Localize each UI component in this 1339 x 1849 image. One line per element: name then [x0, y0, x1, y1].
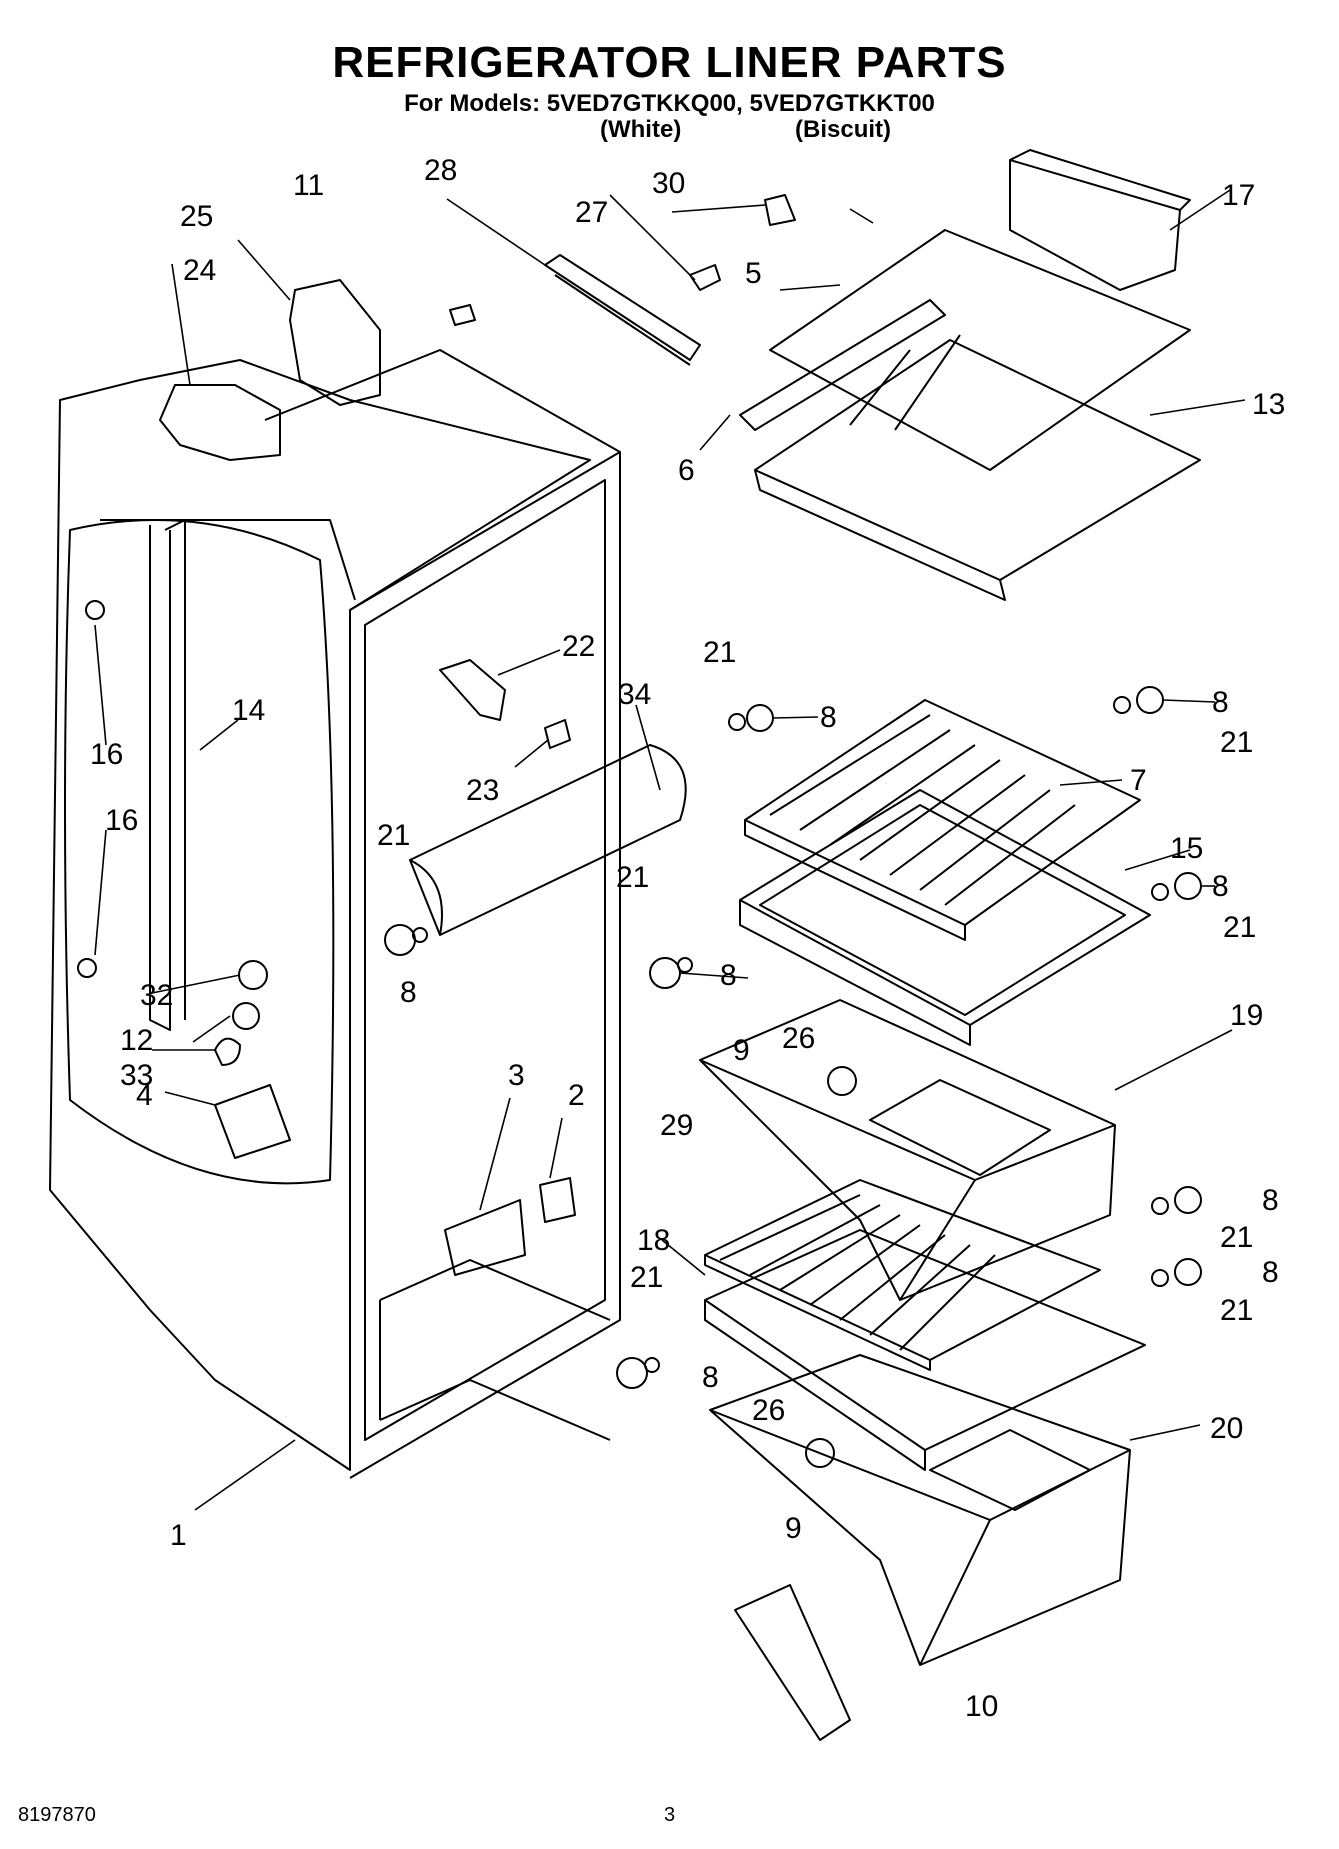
bracket-part [439, 659, 506, 721]
lamp-socket [238, 960, 268, 990]
callout-8e: 8 [720, 959, 737, 992]
callout-13: 13 [1252, 388, 1285, 421]
callout-24: 24 [183, 254, 216, 287]
callout-labels: 1 2 3 4 5 6 7 8 8 8 8 8 8 8 8 9 9 10 11 … [90, 154, 1285, 1723]
callout-28: 28 [424, 154, 457, 187]
document-number: 8197870 [18, 1804, 96, 1826]
cap-hardware [77, 600, 1202, 1468]
callout-2: 2 [568, 1079, 585, 1112]
callout-21e: 21 [616, 861, 649, 894]
callout-21c: 21 [1223, 911, 1256, 944]
bracket-3 [444, 1199, 526, 1276]
channel-part [544, 254, 721, 366]
crisper-lower [709, 1354, 1131, 1666]
callout-21d: 21 [377, 819, 410, 852]
callout-6: 6 [678, 454, 695, 487]
air-tower [409, 744, 687, 936]
callout-8d: 8 [400, 976, 417, 1009]
callout-26b: 26 [752, 1394, 785, 1427]
callout-27: 27 [575, 196, 608, 229]
light-bulb [214, 1037, 241, 1066]
grille-part [214, 1084, 291, 1159]
callout-8f: 8 [1262, 1184, 1279, 1217]
models-subtitle: For Models: 5VED7GTKKQ00, 5VED7GTKKT00 [404, 90, 935, 117]
callout-14: 14 [232, 694, 265, 727]
liner-cabinet [49, 349, 621, 1479]
callout-9b: 9 [785, 1512, 802, 1545]
crisper-cover [704, 1179, 1146, 1471]
callout-8h: 8 [702, 1361, 719, 1394]
callout-8g: 8 [1262, 1256, 1279, 1289]
page-title: REFRIGERATOR LINER PARTS [332, 38, 1007, 87]
bracket-2 [539, 1177, 576, 1223]
light-switch [232, 1002, 260, 1030]
label-part [734, 1584, 851, 1741]
callout-4: 4 [136, 1079, 153, 1112]
callout-8c: 8 [1212, 870, 1229, 903]
callout-21h: 21 [630, 1261, 663, 1294]
callout-29: 29 [660, 1109, 693, 1142]
callout-15: 15 [1170, 832, 1203, 865]
callout-25: 25 [180, 200, 213, 233]
variant-biscuit: (Biscuit) [795, 116, 891, 143]
callout-19: 19 [1230, 999, 1263, 1032]
callout-23: 23 [466, 774, 499, 807]
callout-33: 33 [120, 1059, 153, 1092]
callout-34: 34 [618, 678, 651, 711]
callout-8b: 8 [1212, 686, 1229, 719]
variant-white: (White) [600, 116, 682, 143]
callout-17: 17 [1222, 179, 1255, 212]
drawing-lines [49, 149, 1202, 1741]
callout-9a: 9 [733, 1034, 750, 1067]
callout-30: 30 [652, 167, 685, 200]
callout-26a: 26 [782, 1022, 815, 1055]
callout-22: 22 [562, 630, 595, 663]
callout-11: 11 [293, 169, 324, 202]
callout-21a: 21 [703, 636, 736, 669]
callout-7: 7 [1130, 764, 1147, 797]
callout-12: 12 [120, 1024, 153, 1057]
callout-32: 32 [140, 979, 173, 1012]
leader-lines [94, 189, 1246, 1511]
glass-shelf [739, 229, 1201, 601]
callout-8a: 8 [820, 701, 837, 734]
callout-3: 3 [508, 1059, 525, 1092]
callout-20: 20 [1210, 1412, 1243, 1445]
callout-21g: 21 [1220, 1294, 1253, 1327]
page-number: 3 [664, 1804, 676, 1826]
callout-5: 5 [745, 257, 762, 290]
cover-shelf [739, 699, 1151, 1046]
callout-10: 10 [965, 1690, 998, 1723]
callout-1: 1 [170, 1519, 187, 1552]
callout-16b: 16 [105, 804, 138, 837]
callout-21f: 21 [1220, 1221, 1253, 1254]
callout-16a: 16 [90, 738, 123, 771]
screw-part [544, 719, 571, 749]
crisper-upper [699, 999, 1116, 1301]
damper-assembly [159, 279, 476, 461]
callout-21b: 21 [1220, 726, 1253, 759]
callout-18: 18 [637, 1224, 670, 1257]
bin-part [1009, 149, 1191, 291]
clip-part [764, 194, 796, 226]
